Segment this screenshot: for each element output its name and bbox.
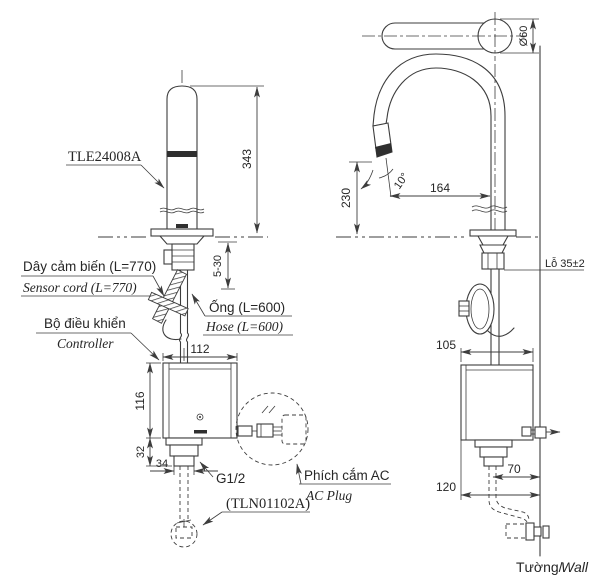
aerator-mark — [176, 224, 188, 228]
stop-valve-body — [175, 526, 193, 539]
controller-box-side — [460, 364, 534, 441]
shank — [171, 243, 195, 271]
controller-led-dot — [199, 416, 201, 418]
hose-break-right — [185, 332, 190, 343]
fitting-flange — [165, 437, 203, 446]
side-fitting-nut — [479, 446, 508, 458]
wall-label-vi: Tường/ — [516, 559, 563, 575]
coiled-cord-outer — [465, 283, 495, 335]
angle-ref-line — [385, 157, 392, 198]
dim-outlet-angle: 10° — [392, 171, 411, 192]
dim-fitting-width: 34 — [156, 458, 168, 470]
wall-label-en: Wall — [561, 559, 589, 575]
side-socket — [521, 426, 532, 437]
side-plate-skirt — [477, 235, 509, 246]
stop-valve-code: (TLN01102A) — [226, 496, 310, 512]
base-plate — [150, 228, 214, 237]
dim-fitting-height: 32 — [135, 446, 147, 458]
front-view: 343 5-30 — [21, 70, 391, 548]
cable-break-mark-1 — [261, 405, 269, 414]
side-valve-dashed — [505, 523, 527, 539]
side-washer — [479, 244, 507, 254]
dim-supply-to-wall: 70 — [507, 462, 521, 476]
dim-controller-depth: 105 — [436, 338, 456, 352]
faucet-body — [166, 85, 198, 233]
sensor-cord-label-en: Sensor cord (L=770) — [23, 280, 137, 295]
stop-valve-leader — [202, 511, 223, 526]
sensor-cord-hatch — [151, 269, 188, 324]
controller-leader — [130, 332, 160, 361]
ac-plug-leader — [296, 463, 303, 485]
hose-break-left — [178, 332, 183, 343]
dim-controller-width: 112 — [190, 342, 209, 356]
ac-adapter — [281, 414, 307, 445]
flow-arrow — [360, 169, 374, 190]
cable-break-mark-2 — [268, 405, 276, 414]
ac-plug-label-en: AC Plug — [305, 488, 352, 503]
coiled-cord-inner — [470, 288, 490, 330]
sensor-cord-strip — [151, 269, 188, 324]
controller-box-front — [162, 362, 238, 439]
hose-label-vi: Ống (L=600) — [209, 300, 285, 315]
side-valve-body — [525, 522, 535, 541]
thread-leader — [199, 461, 214, 478]
sensor-cord-curl — [162, 319, 182, 341]
side-joint-wave-1 — [471, 205, 508, 209]
product-code-leader — [140, 164, 165, 189]
cord-tail — [487, 327, 515, 337]
ac-detail-circle — [235, 392, 309, 466]
side-valve-neck — [533, 526, 542, 537]
plug-connector — [256, 423, 274, 438]
spout-nozzle-tip — [375, 143, 392, 157]
dim-spout-diameter: Ø60 — [518, 26, 530, 47]
body-joint-wave-2 — [159, 210, 205, 214]
gooseneck-spout — [372, 53, 506, 233]
controller-label-en: Controller — [57, 336, 114, 351]
cord-connector — [163, 249, 173, 265]
side-cord-connector — [458, 300, 470, 317]
controller-plug — [237, 425, 253, 437]
stop-valve-circle — [170, 520, 198, 548]
sensor-window-band — [167, 151, 197, 157]
side-base-plate — [469, 229, 517, 237]
hose-label-en: Hose (L=600) — [205, 319, 283, 334]
angle-arc — [378, 168, 394, 179]
side-fitting-flange — [474, 439, 513, 448]
body-joint-wave-1 — [159, 207, 205, 211]
stop-valve-handle — [176, 519, 192, 524]
dim-controller-height: 116 — [133, 391, 147, 410]
product-code-label: TLE24008A — [68, 149, 142, 165]
controller-led — [196, 413, 204, 421]
dim-reach: 164 — [430, 181, 450, 195]
side-view: Ø60 10° 230 164 Lỗ 35±2 — [336, 12, 589, 575]
side-fitting-thread — [483, 456, 504, 467]
dim-spout-height: 343 — [240, 149, 254, 169]
hose-leader — [191, 293, 206, 317]
controller-label-vi: Bộ điều khiển — [44, 316, 126, 331]
base-plate-skirt — [158, 235, 206, 245]
sensor-cord-leader — [152, 275, 165, 297]
side-joint-wave-2 — [471, 209, 508, 213]
fitting-nut — [169, 444, 199, 457]
dim-controller-to-wall: 120 — [436, 480, 456, 494]
thread-label: G1/2 — [216, 471, 245, 486]
side-mounting-nut — [481, 252, 505, 270]
dim-outlet-height: 230 — [339, 188, 353, 208]
side-supply-dashed-1 — [488, 466, 529, 528]
side-plug — [534, 426, 547, 439]
hole-label: Lỗ 35±2 — [545, 257, 585, 270]
ac-plug-label-vi: Phích cắm AC — [304, 468, 390, 483]
sensor-cord-label-vi: Dây cảm biến (L=770) — [23, 259, 156, 274]
controller-slot — [194, 430, 207, 434]
dim-deck-thickness: 5-30 — [212, 255, 224, 277]
side-valve-outlet — [542, 525, 550, 539]
fitting-thread — [173, 455, 195, 467]
side-supply-dashed-2 — [495, 466, 530, 522]
